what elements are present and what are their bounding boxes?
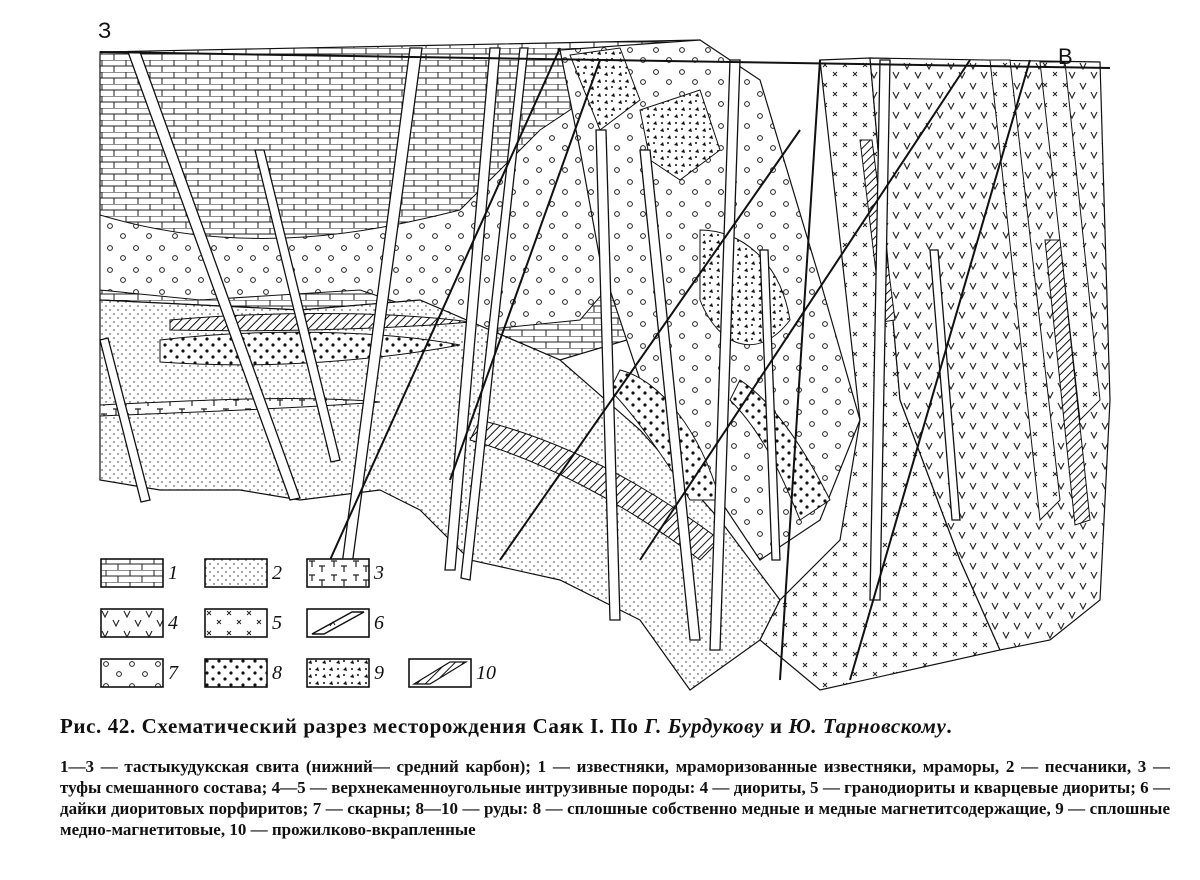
caption-conj: и <box>764 714 789 738</box>
legend-description: 1—3 — тастыкудукская свита (нижний— сред… <box>60 757 1170 839</box>
caption-author-2: Ю. Тарновскому <box>788 714 947 738</box>
legend-item-skarn: 7 <box>100 658 178 688</box>
legend-number: 8 <box>272 662 282 684</box>
ore-lens <box>469 419 721 561</box>
legend-number: 2 <box>272 562 282 584</box>
fault-line <box>779 59 821 681</box>
granodiorite-band <box>989 59 1061 522</box>
dike <box>595 129 621 621</box>
dike <box>709 59 741 651</box>
dike <box>759 249 781 561</box>
legend-number: 3 <box>374 562 384 584</box>
legend-item-ore-copper: 8 <box>204 658 282 688</box>
dike <box>460 47 529 581</box>
faults <box>329 47 1031 681</box>
direction-west-label: З <box>98 18 112 43</box>
fault-line <box>639 59 971 561</box>
legend-number: 7 <box>168 662 178 684</box>
dike-swatch <box>306 608 370 638</box>
legend-number: 4 <box>168 612 178 634</box>
sandstone-swatch <box>204 558 268 588</box>
ore-veinlet-band <box>1044 239 1091 526</box>
dike <box>444 47 501 571</box>
dikes <box>99 47 961 651</box>
ground-surface <box>99 51 1111 69</box>
legend-item-dike: 6 <box>306 608 384 638</box>
dike <box>254 149 341 463</box>
diorite-swatch <box>100 608 164 638</box>
tuff-swatch <box>306 558 370 588</box>
legend-item-ore-veinlet: 10 <box>408 658 496 688</box>
legend-item-granodiorite: 5 <box>204 608 282 638</box>
ore-veinlet-swatch <box>408 658 472 688</box>
dike <box>99 337 151 503</box>
fault-line <box>449 59 601 481</box>
granodiorite-swatch <box>204 608 268 638</box>
ore-copper-swatch <box>204 658 268 688</box>
direction-east-label: В <box>1058 44 1073 69</box>
geologic-cross-section <box>99 39 1111 691</box>
dike <box>869 59 891 601</box>
legend-number: 5 <box>272 612 282 634</box>
legend-item-tuff: 3 <box>306 558 384 588</box>
caption-prefix: Рис. 42. Схематический разрез месторожде… <box>60 714 645 738</box>
legend-item-sandstone: 2 <box>204 558 282 588</box>
legend-number: 6 <box>374 612 384 634</box>
tuff-band <box>99 398 381 417</box>
caption-author-1: Г. Бурдукову <box>644 714 765 738</box>
dike <box>929 249 961 521</box>
legend-item-ore-copper-magnetite: 9 <box>306 658 384 688</box>
skarn-swatch <box>100 658 164 688</box>
fault-line <box>849 59 1031 681</box>
caption-suffix: . <box>946 714 953 738</box>
figure-caption: Рис. 42. Схематический разрез месторожде… <box>60 714 1170 739</box>
ore-copper-magnetite-swatch <box>306 658 370 688</box>
fault-line <box>499 129 801 561</box>
dike <box>639 149 701 641</box>
legend-number: 9 <box>374 662 384 684</box>
limestone-swatch <box>100 558 164 588</box>
ore-zone <box>569 47 641 131</box>
legend-item-diorite: 4 <box>100 608 178 638</box>
legend-item-limestone: 1 <box>100 558 178 588</box>
legend-number: 1 <box>168 562 178 584</box>
legend-number: 10 <box>476 662 496 684</box>
fault-line <box>329 47 561 561</box>
